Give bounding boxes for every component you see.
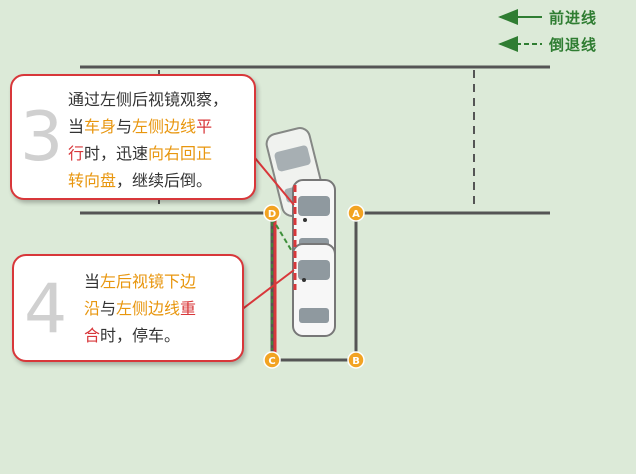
step3-number: 3 [20, 98, 64, 177]
step4-text: 当左后视镜下边 沿与左侧边线重 合时，停车。 [84, 268, 196, 349]
step3-text: 通过左侧后视镜观察， 当车身与左侧边线平 行时，迅速向右回正 转向盘，继续后倒。 [68, 86, 228, 194]
point-b-marker: B [347, 351, 365, 369]
step4-line2: 沿与左侧边线重 [84, 299, 197, 318]
step3-line4: 转向盘，继续后倒。 [68, 171, 213, 190]
step3-callout: 3 通过左侧后视镜观察， 当车身与左侧边线平 行时，迅速向右回正 转向盘，继续后… [10, 74, 256, 200]
point-a-label: A [352, 209, 360, 220]
car-final [292, 243, 336, 337]
point-d-label: D [268, 209, 276, 220]
step4-line1: 当左后视镜下边 [84, 272, 197, 291]
step4-line3: 合时，停车。 [84, 326, 181, 345]
point-d-marker: D [263, 204, 281, 222]
step3-line3: 行时，迅速向右回正 [68, 144, 213, 163]
point-c-label: C [268, 356, 275, 367]
step3-line2: 当车身与左侧边线平 [68, 117, 213, 136]
point-b-label: B [352, 356, 360, 367]
legend-forward-label: 前进线 [549, 9, 598, 27]
legend-reverse-label: 倒退线 [549, 36, 598, 54]
step4-number: 4 [24, 270, 68, 349]
step4-callout: 4 当左后视镜下边 沿与左侧边线重 合时，停车。 [12, 254, 244, 362]
point-a-marker: A [347, 204, 365, 222]
step3-line1: 通过左侧后视镜观察， [68, 90, 229, 109]
point-c-marker: C [263, 351, 281, 369]
